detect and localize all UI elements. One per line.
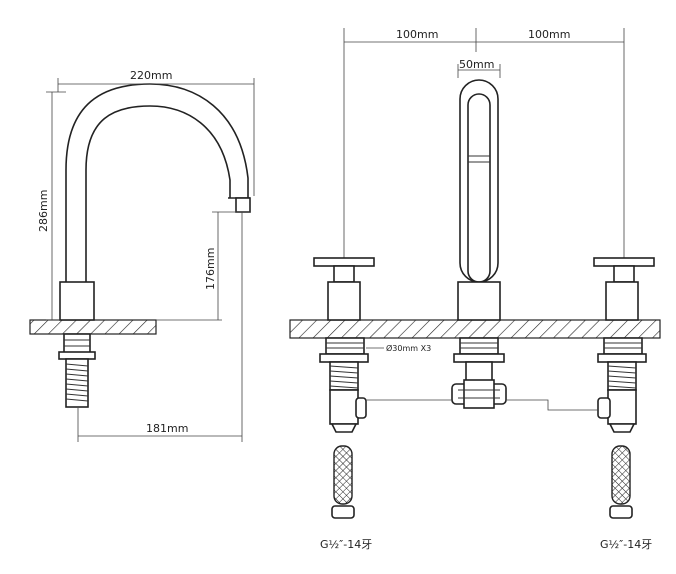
front-dim-right-spacing-label: 100mm: [528, 28, 570, 41]
right-thread-spec: G½″-14牙: [600, 538, 652, 551]
right-braided-hose: [609, 445, 633, 519]
left-thread-spec: G½″-14牙: [320, 538, 372, 551]
side-dim-width-label: 220mm: [130, 69, 172, 82]
side-spout-inner: [85, 105, 231, 282]
right-valve-body: [597, 337, 647, 433]
side-dim-spout-height-label: 176mm: [204, 248, 217, 290]
left-valve-body: [319, 337, 369, 433]
side-spout-outer: [65, 83, 249, 282]
side-base-body: [59, 281, 95, 321]
center-spout: [457, 79, 501, 321]
side-view: 220mm 286mm 176mm 181mm: [29, 69, 255, 442]
front-hole-note: Ø30mm X3: [386, 343, 431, 353]
front-countertop: [289, 319, 661, 339]
front-dim-spout-width-label: 50mm: [459, 58, 494, 71]
side-dim-reach-label: 181mm: [146, 422, 188, 435]
front-dim-left-spacing-label: 100mm: [396, 28, 438, 41]
side-spout-aerator: [235, 197, 251, 213]
side-countertop: [29, 319, 157, 335]
right-cross-handle: [593, 257, 655, 321]
left-braided-hose: [331, 445, 355, 519]
side-dim-height-label: 286mm: [37, 190, 50, 232]
front-view: 100mm 100mm 50mm Ø30mm X3: [289, 28, 661, 551]
left-cross-handle: [313, 257, 375, 321]
center-mixer-connector: [451, 337, 507, 409]
